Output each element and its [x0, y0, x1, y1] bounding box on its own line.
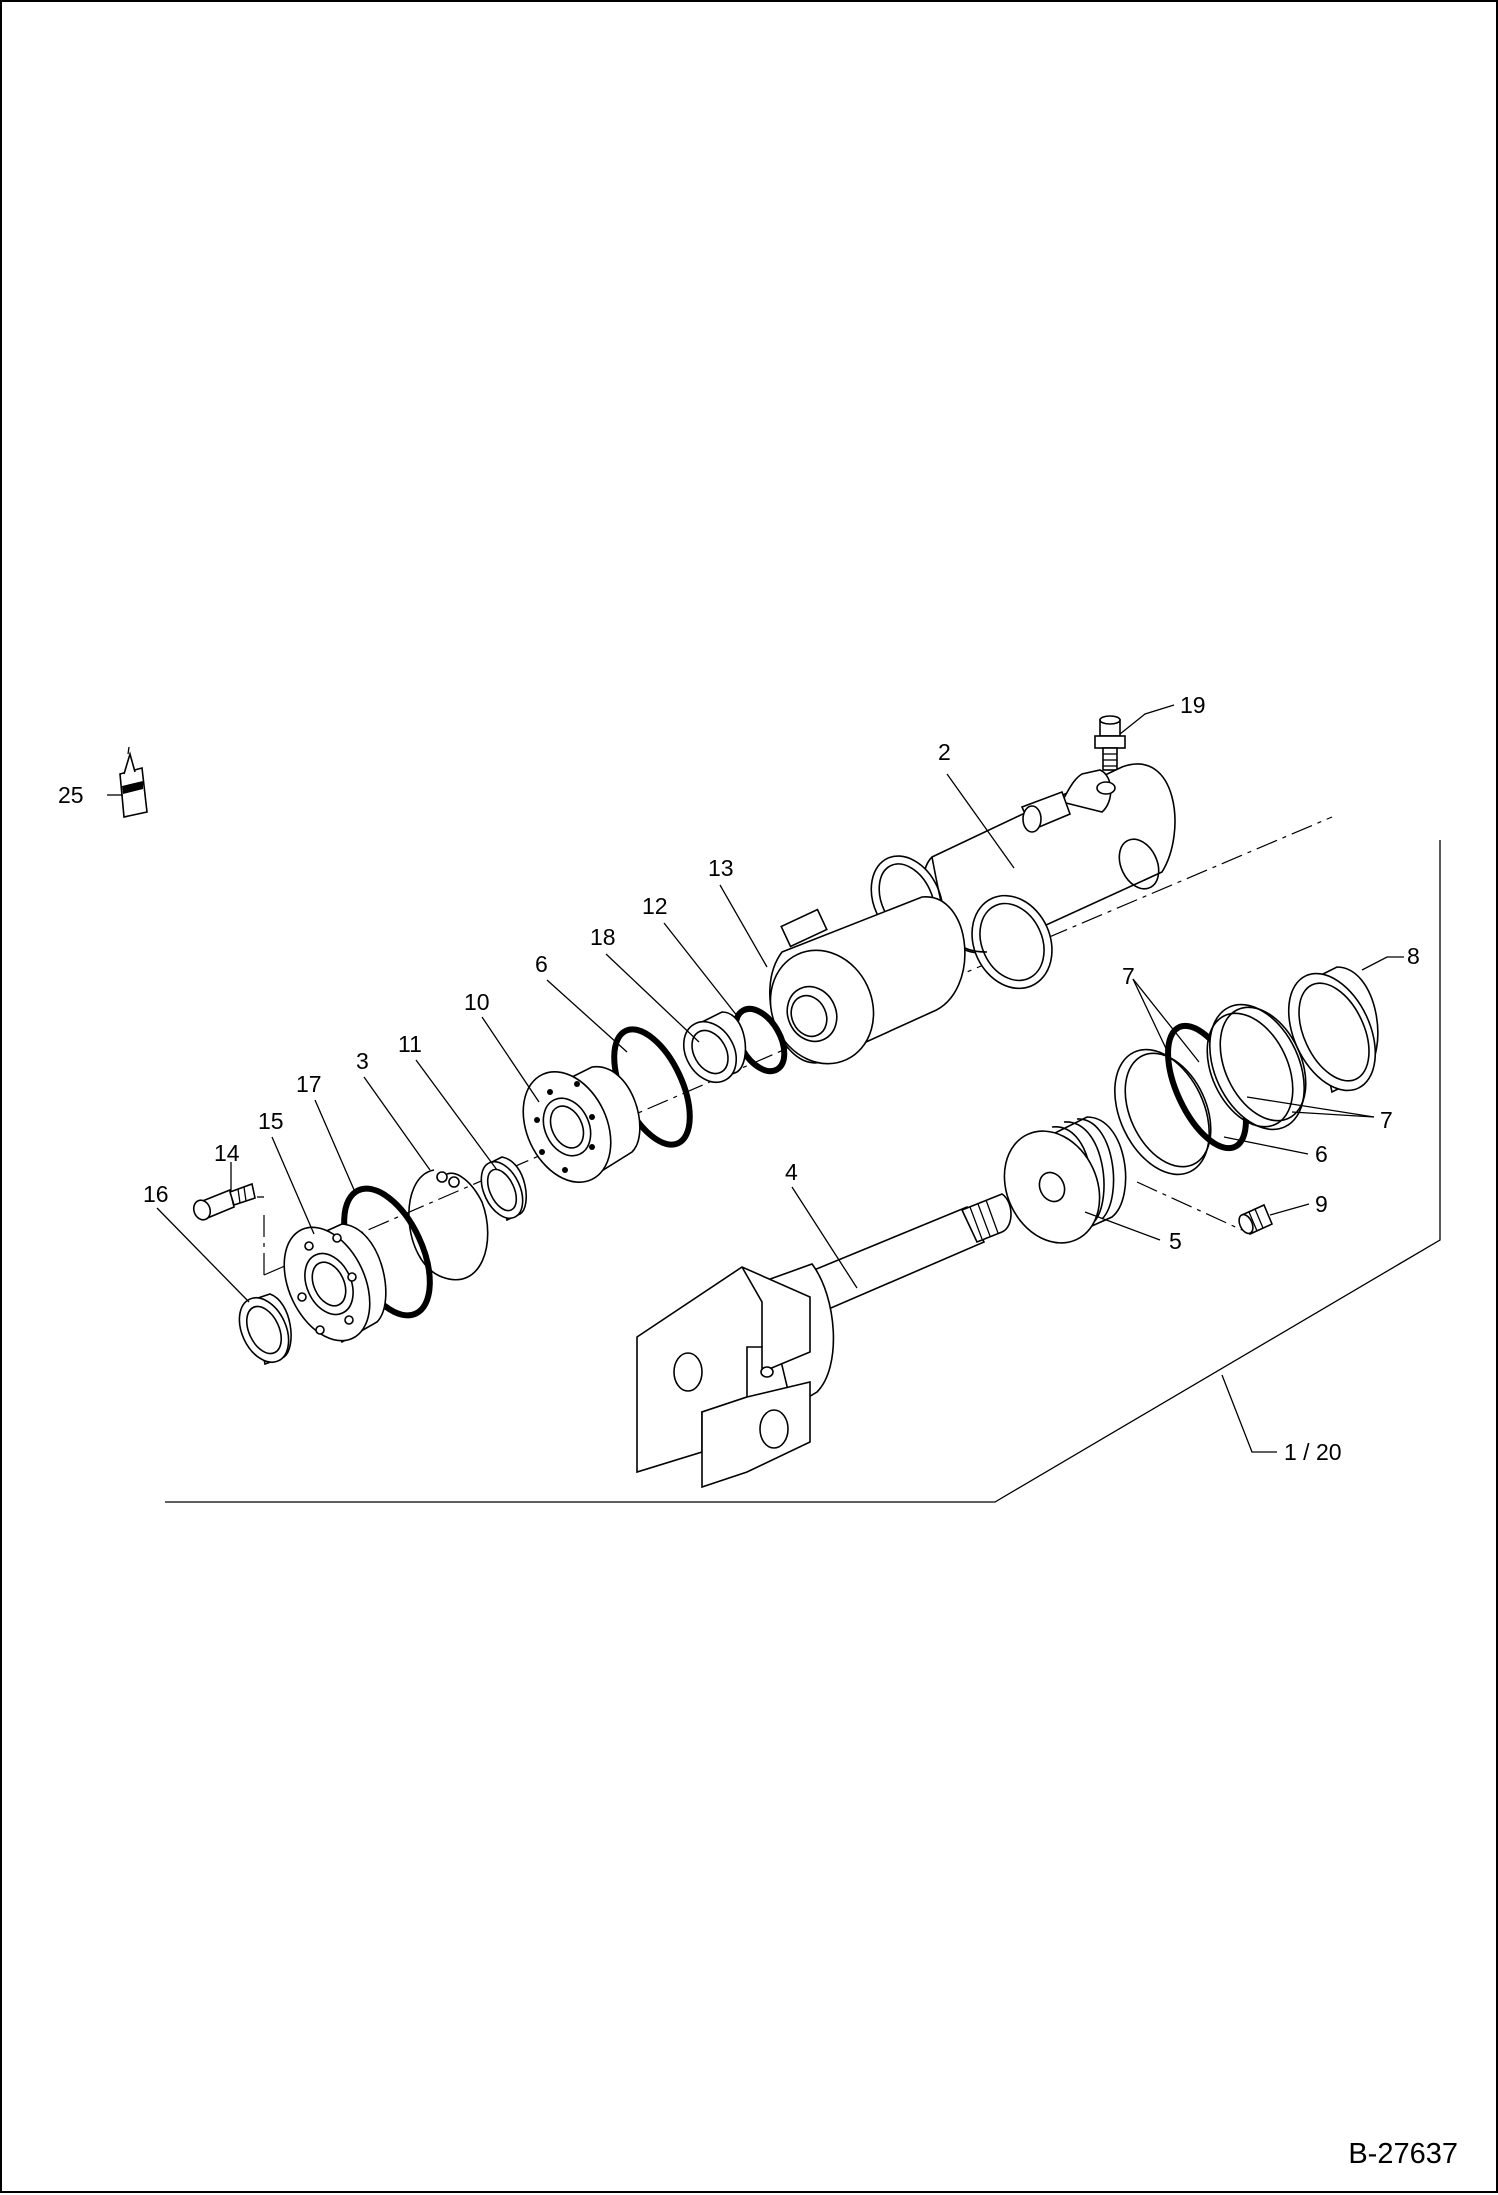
end-block-part-13[interactable] [752, 896, 966, 1081]
guide-head-part-10[interactable] [506, 1058, 641, 1197]
callout-7-right: 7 [1380, 1107, 1393, 1133]
screw-part-14[interactable] [191, 1182, 256, 1222]
callout-4: 4 [785, 1159, 798, 1185]
callout-1-20: 1 / 20 [1284, 1439, 1342, 1465]
callout-13: 13 [708, 855, 734, 881]
bush-part-18[interactable] [673, 1011, 747, 1092]
callout-10: 10 [464, 989, 490, 1015]
piston-part-5[interactable] [987, 1115, 1127, 1258]
assembly-bracket [165, 840, 1441, 1503]
circlip-part-3[interactable] [408, 1169, 489, 1281]
callout-19: 19 [1180, 692, 1206, 718]
callout-6-left: 6 [535, 951, 548, 977]
callout-15: 15 [258, 1108, 284, 1134]
callout-6-right: 6 [1315, 1141, 1328, 1167]
callout-8: 8 [1407, 943, 1420, 969]
callout-25: 25 [58, 782, 84, 808]
cylinder-tube-part-2[interactable] [858, 763, 1176, 1002]
grub-screw-part-9[interactable] [1236, 1203, 1274, 1236]
callout-11: 11 [398, 1031, 422, 1057]
callout-16: 16 [143, 1181, 169, 1207]
guide-ring-part-7-right[interactable] [1190, 989, 1323, 1144]
callout-labels: 25 19 2 13 12 18 6 10 11 3 17 15 14 16 4… [58, 692, 1420, 1465]
callout-12: 12 [642, 893, 668, 919]
seal-ring-part-8[interactable] [1271, 960, 1392, 1105]
piston-rod-part-4[interactable] [636, 1193, 1012, 1489]
callout-18: 18 [590, 924, 616, 950]
guide-ring-part-7-left[interactable] [1096, 1034, 1228, 1189]
callout-7-top: 7 [1122, 963, 1135, 989]
threadlock-tube-part-25[interactable] [119, 746, 148, 818]
leader-lines [107, 704, 1404, 1453]
callout-14: 14 [214, 1140, 240, 1166]
callout-9: 9 [1315, 1191, 1328, 1217]
seal-ring-part-16[interactable] [230, 1290, 299, 1370]
grease-nipple-part-19[interactable] [1094, 715, 1126, 771]
document-number: B-27637 [1348, 2138, 1458, 2170]
callout-3: 3 [356, 1048, 369, 1074]
callout-2: 2 [938, 739, 951, 765]
end-cap-part-15[interactable] [267, 1214, 387, 1355]
callout-17: 17 [296, 1071, 322, 1097]
callout-5: 5 [1169, 1228, 1182, 1254]
bush-part-11[interactable] [473, 1155, 531, 1225]
